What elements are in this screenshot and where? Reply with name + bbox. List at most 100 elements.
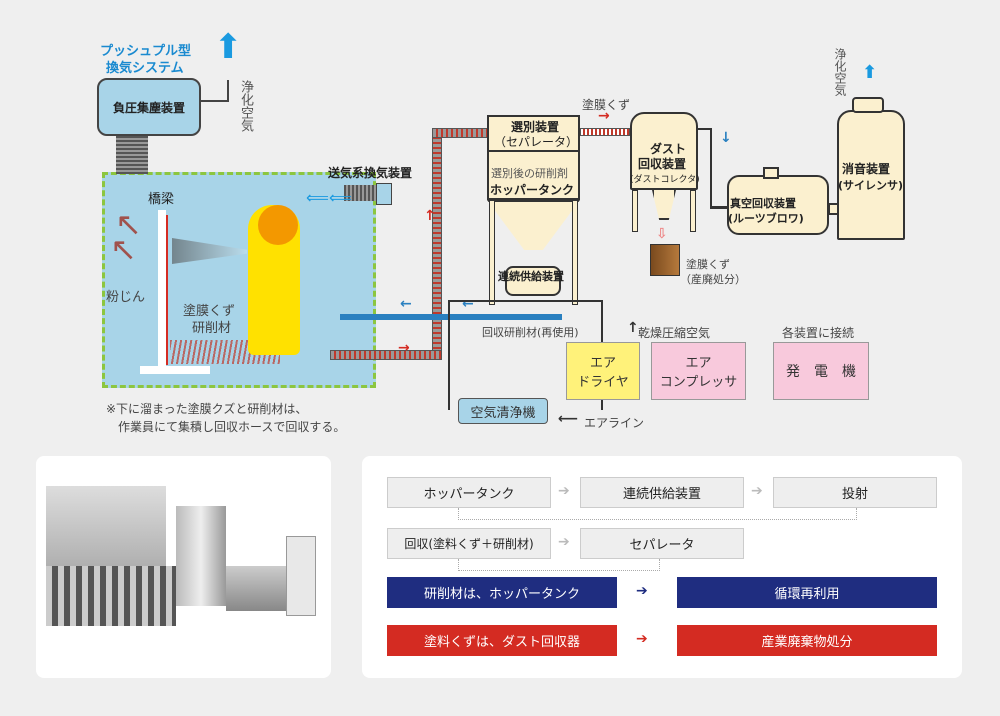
air-dryer-label: エア [589, 356, 616, 371]
dust-arrow-icon: ↖ [115, 205, 142, 243]
red-arrow-icon: → [398, 340, 410, 356]
feeder [505, 266, 561, 296]
separator-to-dust-pipe [580, 128, 630, 136]
red-arrow-icon: ↑ [424, 208, 436, 224]
air-dryer-box: エア ドライヤ [566, 342, 640, 400]
hopper-tank-label: ホッパータンク [490, 183, 575, 197]
blue-arrow-icon: ← [400, 296, 412, 312]
flow-feeder: 連続供給装置 [580, 477, 744, 508]
dust-leg [690, 190, 696, 232]
air-flow-icon: ⟸⟸ [306, 188, 352, 207]
dust-collector-label-2: 回収装置 [638, 157, 687, 171]
recovery-hose-bottom [330, 350, 442, 360]
air-dryer-label-2: ドライヤ [577, 375, 629, 390]
machine-collector [176, 506, 226, 606]
air-cleaner-label: 空気清浄機 [470, 405, 536, 421]
feeder-label: 連続供給装置 [498, 270, 564, 283]
label-paint-debris: 塗膜くず [183, 304, 236, 319]
duct-hose [116, 136, 148, 174]
arrow-right-icon: ➔ [558, 534, 570, 550]
generator-box: 発 電 機 [773, 342, 869, 400]
up-arrow-icon: ⬆ [862, 62, 878, 83]
note-1: ※下に溜まった塗膜クズと研削材は、 [106, 402, 308, 416]
separator-hopper [487, 115, 580, 200]
compressor-label: エア [685, 356, 712, 371]
machine-blower [226, 566, 296, 611]
vacuum-port [763, 167, 779, 179]
pipe [710, 206, 728, 209]
hopper-leg [489, 200, 495, 305]
bridge-base [140, 366, 210, 374]
flow-separator: セパレータ [580, 528, 744, 559]
dust-arrow-icon: ↖ [110, 230, 137, 268]
flow-blast: 投射 [773, 477, 937, 508]
machine-hopper [46, 486, 166, 576]
label-abrasive: 研削材 [192, 321, 232, 336]
arrow-right-icon: ➔ [636, 583, 648, 599]
arrow-right-icon: ➔ [636, 631, 648, 647]
debris-bucket [650, 244, 680, 276]
supply-ventilation-label: 送気系換気装置 [328, 166, 413, 180]
compressor-box: エア コンプレッサ [651, 342, 746, 400]
disposal-label: 塗膜くず [686, 258, 730, 271]
equipment-photo [36, 456, 331, 678]
recovery-hose-top [432, 128, 488, 138]
dust-collector-label: ダスト [650, 142, 687, 156]
label-dust: 粉じん [106, 290, 146, 305]
separator-divider [489, 150, 578, 152]
hopper-leg [572, 200, 578, 305]
exhaust-pipe [201, 80, 229, 102]
flow-recovery: 回収(塗料くず＋研削材) [387, 528, 551, 559]
dust-collector-box: 負圧集塵装置 [97, 78, 201, 136]
bridge-beam-shape [158, 210, 166, 372]
down-arrow-icon: ⇩ [656, 226, 668, 242]
paint-debris-flow-label: 塗膜くず [582, 98, 631, 112]
flow-recycle: 循環再利用 [677, 577, 937, 608]
dry-air-label: 乾燥圧縮空気 [638, 326, 711, 340]
connect-each-label: 各装置に接続 [782, 326, 855, 340]
note-2: 作業員にて集積し回収ホースで回収する。 [118, 420, 346, 434]
machine-panel [286, 536, 316, 616]
negative-pressure-label: 負圧集塵装置 [112, 100, 185, 115]
pushpull-title-2: 換気システム [106, 61, 184, 76]
separator-label: 選別装置 [511, 120, 560, 134]
arrow-right-icon: ➔ [751, 483, 763, 499]
separator-label-2: （セパレータ） [494, 135, 579, 149]
flow-hopper: ホッパータンク [387, 477, 551, 508]
dust-leg [632, 190, 638, 232]
left-arrow-icon: ⟵ [558, 411, 579, 427]
pipe [698, 128, 712, 208]
supply-fan-box [376, 183, 392, 205]
silencer-label: 消音装置 [842, 162, 891, 176]
vacuum-label: 真空回収装置 [730, 197, 796, 210]
hopper-cone [487, 200, 580, 250]
up-arrow-icon: ⬆ [214, 27, 243, 67]
bridge-red-line [166, 215, 168, 365]
label-bridge: 橋梁 [148, 192, 175, 207]
air-cleaner-box: 空気清浄機 [458, 398, 548, 424]
worker-hood [258, 205, 298, 245]
vacuum-label-2: (ルーツブロワ) [728, 212, 804, 225]
silencer-cap [852, 97, 884, 113]
compressor-label-2: コンプレッサ [659, 375, 738, 390]
silencer-label-2: (サイレンサ) [838, 179, 904, 192]
dust-collector-label-3: (ダストコレクタ) [630, 175, 700, 185]
red-arrow-icon: → [598, 108, 610, 124]
blue-arrow-icon: ↓ [720, 130, 732, 146]
recovery-hose [432, 128, 442, 360]
machine-frame [46, 566, 176, 626]
dust-cone [652, 190, 676, 220]
sorted-abrasive-label: 選別後の研削剤 [491, 167, 568, 180]
arrow-right-icon: ➔ [558, 483, 570, 499]
diagram: 橋梁 粉じん 塗膜くず 研削材 ↖ ↖ プッシュプル型 換気システム 負圧集塵装… [97, 27, 905, 434]
recovered-abrasive-label: 回収研削材(再使用) [482, 326, 579, 339]
pushpull-title: プッシュプル型 [100, 44, 192, 59]
flow-industrial-waste: 産業廃棄物処分 [677, 625, 937, 656]
clean-air-label: 浄化空気 [238, 80, 253, 132]
flow-connector [458, 559, 660, 571]
disposal-label-2: （産廃処分） [680, 273, 746, 286]
flow-connector [458, 508, 857, 520]
blue-hose [340, 314, 562, 320]
supply-hose [344, 185, 376, 201]
flow-debris-to-collector: 塗料くずは、ダスト回収器 [387, 625, 617, 656]
